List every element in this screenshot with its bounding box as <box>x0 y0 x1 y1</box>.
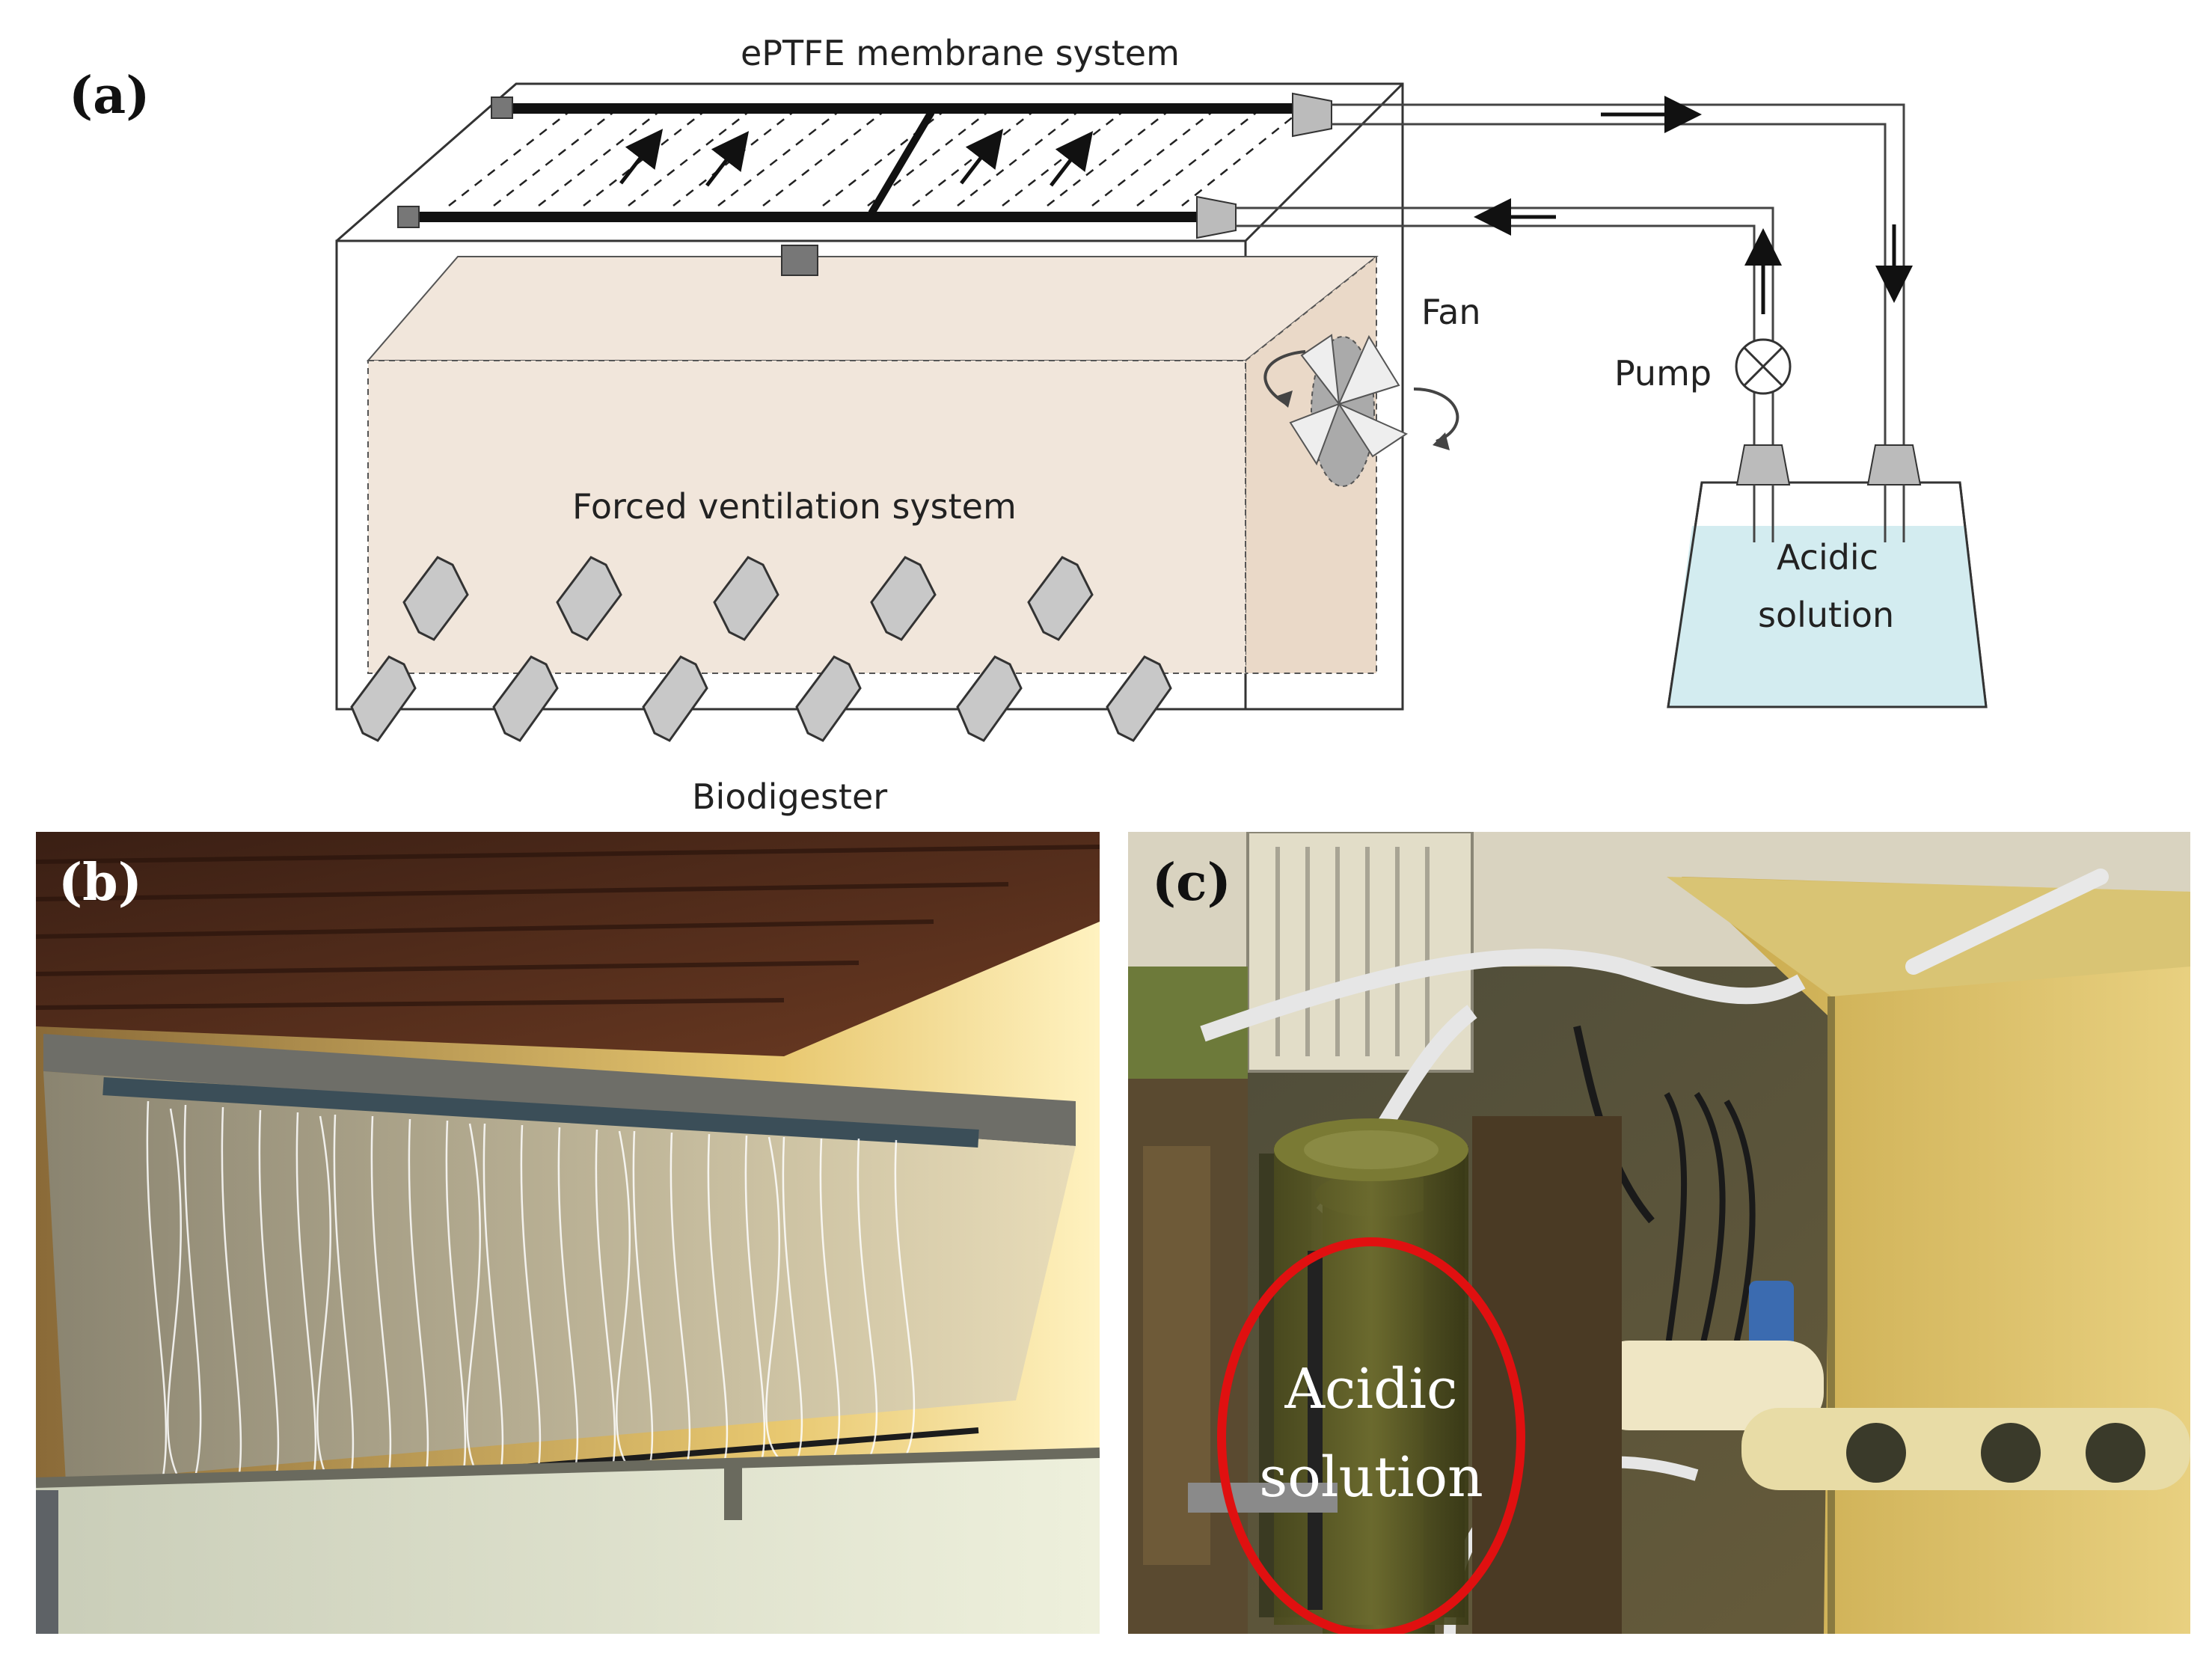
pump-symbol <box>1735 338 1792 395</box>
chamber-top <box>366 256 1379 361</box>
ventilation-tubes-back <box>402 556 1094 641</box>
connector-bottom <box>1196 195 1237 239</box>
overlay-acidic-line2: solution <box>1259 1445 1483 1510</box>
sensor-box <box>781 245 818 276</box>
chamber-front <box>367 360 1246 674</box>
fan-rotation-left <box>1263 350 1306 405</box>
schematic-diagram <box>335 82 1988 742</box>
stopper-right <box>1866 444 1922 486</box>
fan-symbol <box>1263 334 1459 487</box>
label-acidic-line1: Acidic <box>1777 537 1879 578</box>
overlay-acidic-line1: Acidic <box>1284 1357 1458 1421</box>
panel-b-letter: (b) <box>58 853 142 913</box>
panel-a-letter: (a) <box>69 66 150 126</box>
header-cap-top <box>491 97 513 119</box>
membrane-fibers <box>448 111 1295 206</box>
photo-c-acid-tank: Acidic solution <box>1128 832 2190 1634</box>
membrane-flow-arrows <box>619 129 1094 187</box>
acid-container <box>1667 444 1988 708</box>
label-acidic-line2: solution <box>1758 595 1895 635</box>
stopper-left <box>1735 444 1791 486</box>
fan-rotation-right <box>1413 388 1459 443</box>
header-cap-bottom <box>397 206 420 228</box>
label-fan: Fan <box>1421 292 1481 332</box>
membrane-headers <box>397 92 1332 276</box>
label-biodigester: Biodigester <box>692 777 888 817</box>
ventilation-tubes-front <box>350 655 1172 742</box>
forced-ventilation-chamber <box>366 254 1379 674</box>
label-forced-ventilation: Forced ventilation system <box>572 486 1017 527</box>
red-highlight-ellipse <box>1217 1237 1525 1634</box>
label-pump: Pump <box>1614 353 1712 393</box>
pipe-arrows <box>1474 96 1913 314</box>
connector-top <box>1292 92 1332 138</box>
label-membrane-system: ePTFE membrane system <box>741 33 1180 73</box>
photo-b-membrane <box>36 832 1100 1634</box>
panel-c-letter: (c) <box>1152 853 1231 913</box>
